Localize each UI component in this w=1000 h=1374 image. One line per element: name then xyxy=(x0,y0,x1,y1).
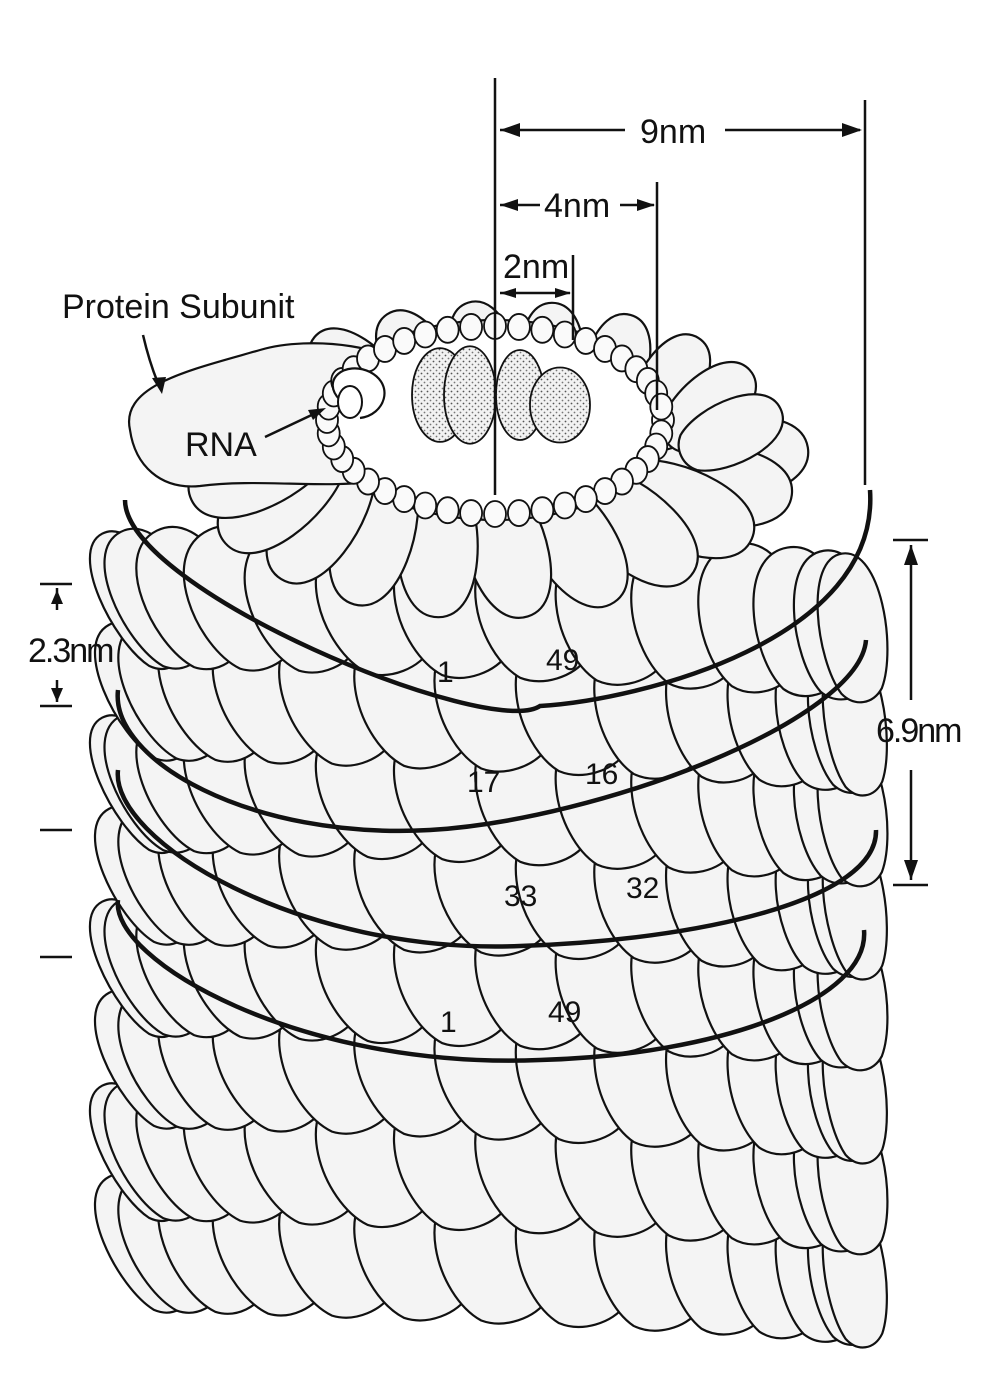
subunit-number: 17 xyxy=(467,766,500,799)
rna-bead xyxy=(530,315,555,344)
rna-bead xyxy=(530,496,555,525)
rna-bead xyxy=(435,315,460,344)
subunit-number: 32 xyxy=(626,872,659,905)
label-2nm: 2nm xyxy=(503,248,569,286)
rna-bead xyxy=(573,485,598,513)
rna-bead xyxy=(507,313,531,341)
subunit-number: 49 xyxy=(546,644,579,677)
protein-subunit-shape xyxy=(677,393,784,472)
label-rna: RNA xyxy=(185,426,257,464)
subunit-number: 49 xyxy=(548,996,581,1029)
subunit-number: 1 xyxy=(437,656,454,689)
dimension-4nm: 4nm xyxy=(500,182,659,410)
subunit-numbers: 1 49 17 16 33 32 1 49 xyxy=(437,644,659,1039)
rna-bead xyxy=(413,320,438,349)
subunit-number: 1 xyxy=(440,1006,457,1039)
label-4nm: 4nm xyxy=(544,187,610,225)
rna-bead xyxy=(649,392,674,421)
label-6-9nm: 6.9nm xyxy=(876,712,961,750)
dimension-2nm: 2nm xyxy=(500,248,575,340)
rna-bead xyxy=(459,499,483,527)
rna-bead xyxy=(392,327,417,355)
rna-bead xyxy=(435,496,460,525)
rna-bead xyxy=(552,491,577,520)
protein-subunit-callout: Protein Subunit xyxy=(62,288,295,394)
label-protein-subunit: Protein Subunit xyxy=(62,288,295,326)
subunit-number: 33 xyxy=(504,880,537,913)
dimension-6-9nm: 6.9nm xyxy=(876,538,963,887)
rna-bead xyxy=(459,313,483,341)
dimension-2-3nm: 2.3nm xyxy=(28,582,115,959)
label-2-3nm: 2.3nm xyxy=(28,632,113,670)
helical-rod-body xyxy=(89,524,889,1349)
rna-bead xyxy=(483,500,507,528)
helix-ribbon-lines xyxy=(115,489,879,1063)
rna-callout: RNA xyxy=(185,408,326,464)
subunit-number: 16 xyxy=(585,758,618,791)
rna-bead xyxy=(507,499,531,527)
rna-bead xyxy=(413,491,438,520)
label-9nm: 9nm xyxy=(640,113,706,151)
dimension-9nm: 9nm xyxy=(500,100,867,485)
